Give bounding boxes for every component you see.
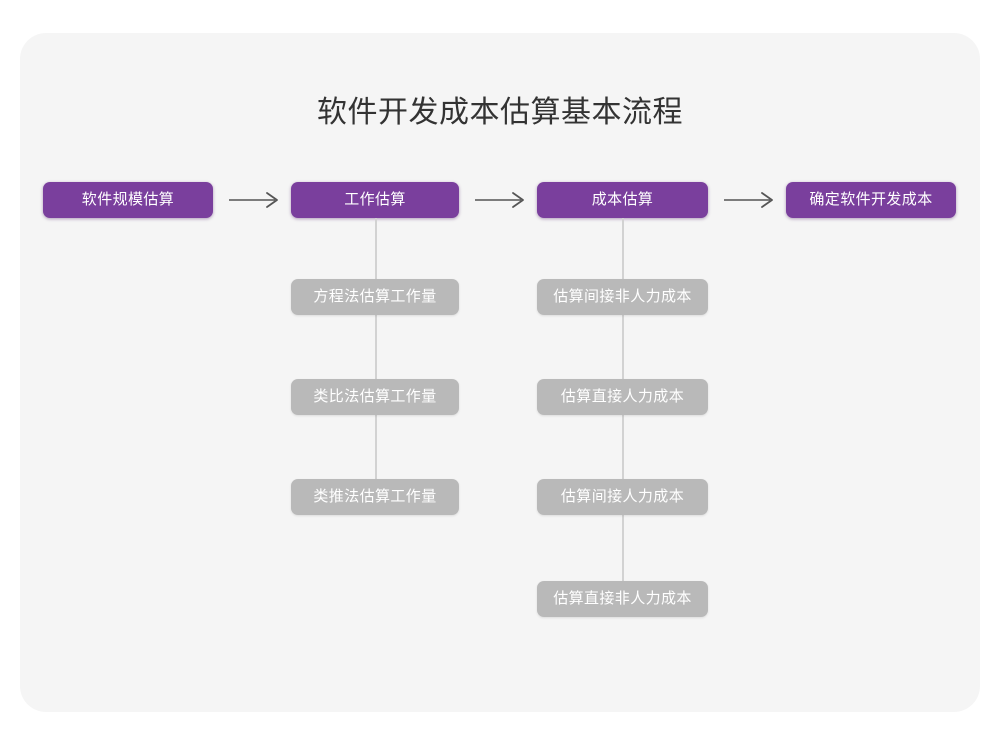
arrow-right-icon-3 — [722, 190, 778, 210]
arrow-right-icon-1 — [227, 190, 283, 210]
sub-node-indirect-labor-cost[interactable]: 估算间接人力成本 — [537, 479, 708, 515]
flow-node-cost-estimation[interactable]: 成本估算 — [537, 182, 708, 218]
flow-node-work-estimation[interactable]: 工作估算 — [291, 182, 459, 218]
arrow-right-icon-2 — [473, 190, 529, 210]
sub-node-analogy-method-workload[interactable]: 类比法估算工作量 — [291, 379, 459, 415]
diagram-card-background — [20, 33, 980, 712]
flow-node-determine-development-cost[interactable]: 确定软件开发成本 — [786, 182, 956, 218]
connector-rail-work-estimation — [375, 218, 377, 497]
sub-node-direct-labor-cost[interactable]: 估算直接人力成本 — [537, 379, 708, 415]
flow-node-software-scale-estimation[interactable]: 软件规模估算 — [43, 182, 213, 218]
sub-node-inference-method-workload[interactable]: 类推法估算工作量 — [291, 479, 459, 515]
sub-node-direct-non-labor-cost[interactable]: 估算直接非人力成本 — [537, 581, 708, 617]
page-title: 软件开发成本估算基本流程 — [317, 96, 683, 129]
sub-node-equation-method-workload[interactable]: 方程法估算工作量 — [291, 279, 459, 315]
sub-node-indirect-non-labor-cost[interactable]: 估算间接非人力成本 — [537, 279, 708, 315]
